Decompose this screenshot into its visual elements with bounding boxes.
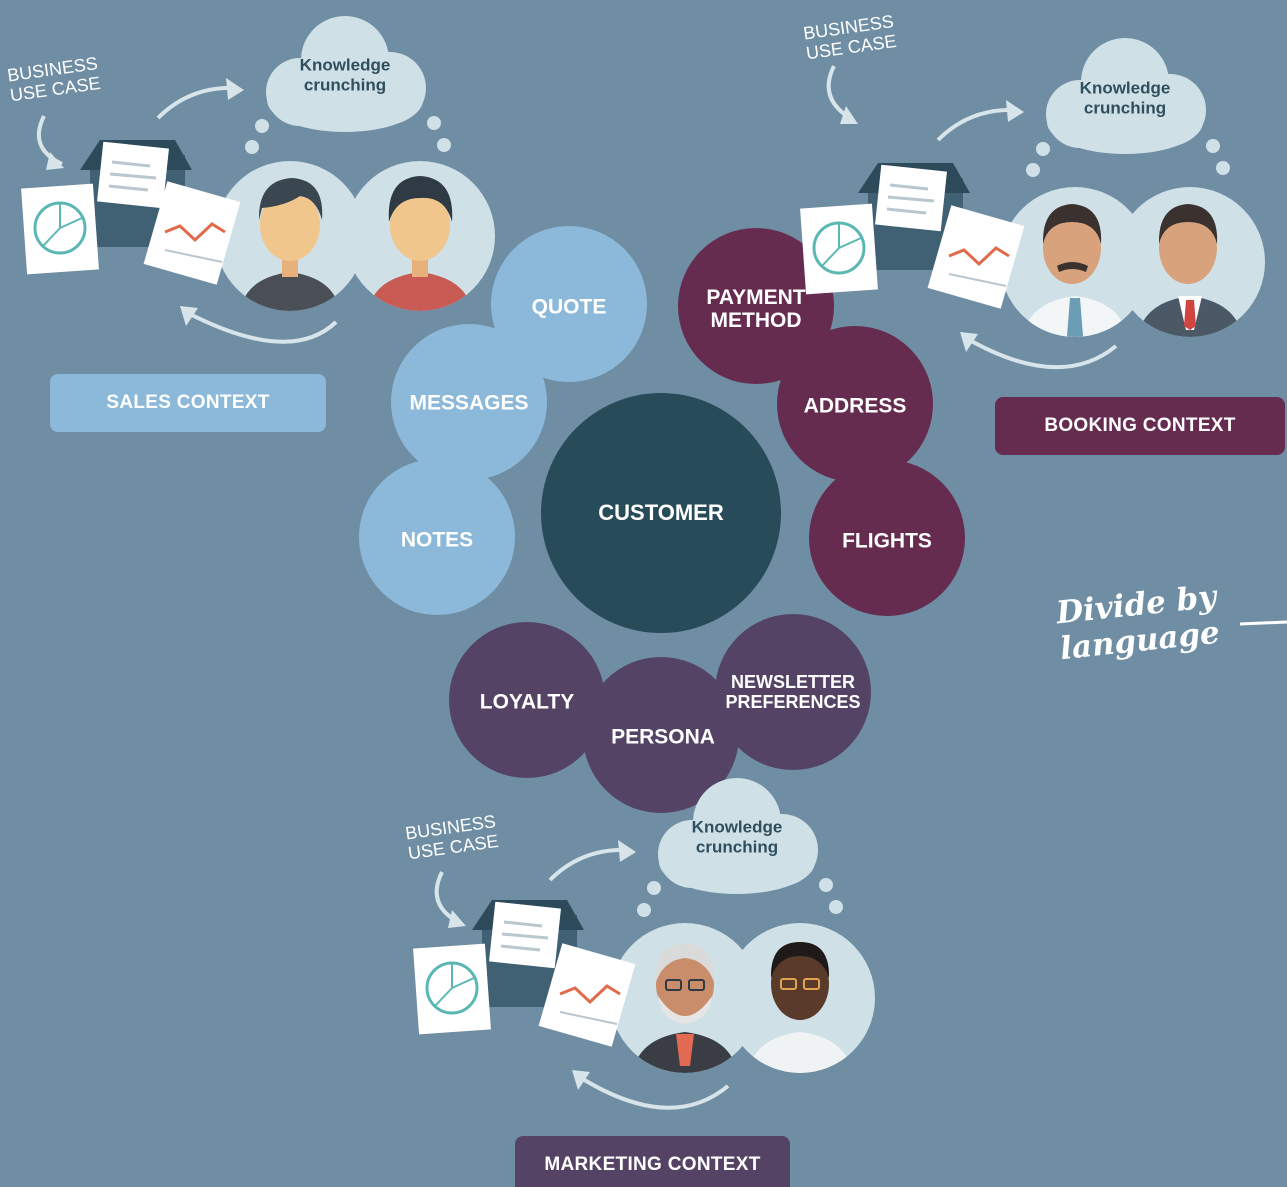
marketing-group <box>413 778 875 1110</box>
quote-bubble <box>491 226 647 382</box>
persona-bubble <box>583 657 739 813</box>
newsletter-preferences-bubble <box>715 614 871 770</box>
payment-method-label: PAYMENT METHOD <box>706 285 806 332</box>
persona-label: PERSONA <box>611 725 715 749</box>
document-line-chart-icon <box>927 205 1025 309</box>
notes-label: NOTES <box>400 528 474 552</box>
cloud-icon <box>245 16 451 154</box>
messages-label: MESSAGES <box>409 391 529 415</box>
person-icon <box>240 178 340 311</box>
flights-label: FLIGHTS <box>842 529 932 553</box>
marketing-context-label: MARKETING CONTEXT <box>515 1136 790 1187</box>
person-icon <box>1022 204 1128 337</box>
booking-group <box>800 38 1265 370</box>
marketing-cloud-label: Knowledge crunching <box>691 817 783 857</box>
loyalty-label: LOYALTY <box>479 690 575 714</box>
document-line-chart-icon <box>538 943 636 1047</box>
payment-method-bubble <box>678 228 834 384</box>
cloud-icon <box>1026 38 1230 177</box>
document-pie-chart-icon <box>21 183 99 275</box>
person-icon <box>1137 204 1243 337</box>
document-pie-chart-icon <box>413 943 491 1035</box>
customer-label: CUSTOMER <box>598 499 724 525</box>
person-icon <box>368 176 472 311</box>
sales-group <box>21 16 495 344</box>
sales-cloud-label: Knowledge crunching <box>299 55 391 95</box>
loyalty-bubble <box>449 622 605 778</box>
annotation-underline <box>1239 620 1287 626</box>
newsletter-preferences-label: NEWSLETTER PREFERENCES <box>725 672 861 712</box>
person-icon <box>632 944 738 1073</box>
document-line-chart-icon <box>143 181 241 285</box>
address-bubble <box>777 326 933 482</box>
notes-bubble <box>359 459 515 615</box>
messages-bubble <box>391 324 547 480</box>
address-label: ADDRESS <box>803 394 907 418</box>
quote-label: QUOTE <box>531 295 607 319</box>
flights-bubble <box>809 460 965 616</box>
cloud-icon <box>637 778 843 917</box>
customer-bubble <box>541 393 781 633</box>
booking-cloud-label: Knowledge crunching <box>1079 78 1171 118</box>
document-pie-chart-icon <box>800 203 878 295</box>
booking-context-label: BOOKING CONTEXT <box>995 397 1285 455</box>
person-icon <box>747 942 853 1073</box>
sales-context-label: SALES CONTEXT <box>50 374 326 432</box>
